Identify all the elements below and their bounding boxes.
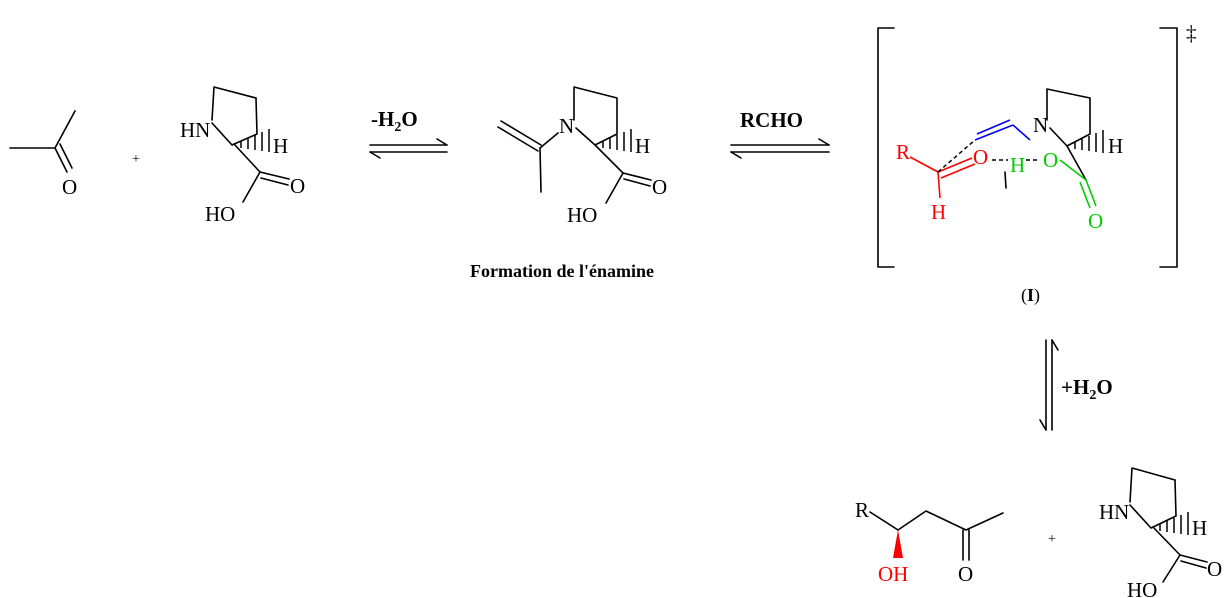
ts-hashed-wedge [1074,130,1104,153]
ts-enamine-double-2 [976,119,1011,135]
enamine-carbonyl-o: O [652,175,667,199]
product-oh: OH [878,562,908,586]
proline-h: H [273,134,288,158]
proline-product: HN H O HO [1099,467,1222,598]
transition-state-label: (I) [1021,285,1040,306]
ts-aldehyde-r: R [896,140,910,164]
ts-enamine-cn-bond [1012,124,1031,141]
ts-acid-o-c-bond [1059,159,1087,181]
acetone: O [9,110,77,199]
dehydration-reagent: -H2O [371,107,418,135]
double-dagger: ‡ [1186,21,1197,45]
ts-aldehyde-h: H [931,200,946,224]
enamine-hashed-wedge [602,129,632,152]
ts-aldehyde-r-bond [909,156,939,173]
enamine-ho: HO [567,203,597,227]
transition-state-structure: R H O N H H O O [896,88,1123,233]
enamine-h: H [635,134,650,158]
aldehyde-reagent: RCHO [740,108,803,132]
proline-nh: HN [180,118,210,142]
ts-nitrogen: N [1033,113,1048,137]
ts-acid-co-2 [1079,181,1091,209]
ts-acid-carbonyl-o: O [1088,209,1103,233]
plus-sign-2: + [1048,532,1056,547]
product-stereo-wedge [893,530,903,558]
product-r: R [855,498,869,522]
proline2-h: H [1192,516,1207,540]
proline-ho: HO [205,202,235,226]
product-carbonyl-o: O [958,562,973,586]
ts-acid-co-1 [1085,179,1097,207]
proline2-hashed-wedge [1159,512,1189,535]
proline2-ho: HO [1127,578,1157,598]
enamine-nitrogen: N [559,114,574,138]
enamine-intermediate: N H O HO [497,86,667,227]
enamine-caption: Formation de l'énamine [470,261,654,281]
ts-acid-h: H [1010,153,1025,177]
equilibrium-arrow-hydrolysis: +H2O [1039,339,1113,431]
plus-sign-1: + [132,152,140,167]
ts-acid-o: O [1043,148,1058,172]
proline2-nh: HN [1099,500,1129,524]
ts-methyl-bond [1004,171,1007,189]
proline-reactant: HN H O HO [180,86,305,226]
equilibrium-arrow-aldehyde: RCHO [730,108,830,159]
ts-enamine-double-1 [974,124,1014,141]
acetone-oxygen: O [62,175,77,199]
ts-aldehyde-co-2 [940,163,976,179]
transition-state-brackets [877,27,1178,268]
hydrolysis-reagent: +H2O [1061,375,1113,403]
proline-hashed-wedge [240,129,270,152]
equilibrium-arrow-dehydration: -H2O [369,107,448,159]
ts-aldehyde-h-bond [937,171,941,199]
ts-aldehyde-o: O [973,145,988,169]
ts-forming-cc-bond [937,139,976,173]
proline-carbonyl-o: O [290,174,305,198]
ts-aldehyde-co-1 [937,157,973,173]
ts-ring-h: H [1108,134,1123,158]
proline2-carbonyl-o: O [1207,557,1222,581]
aldol-product: R O OH [855,498,1004,586]
